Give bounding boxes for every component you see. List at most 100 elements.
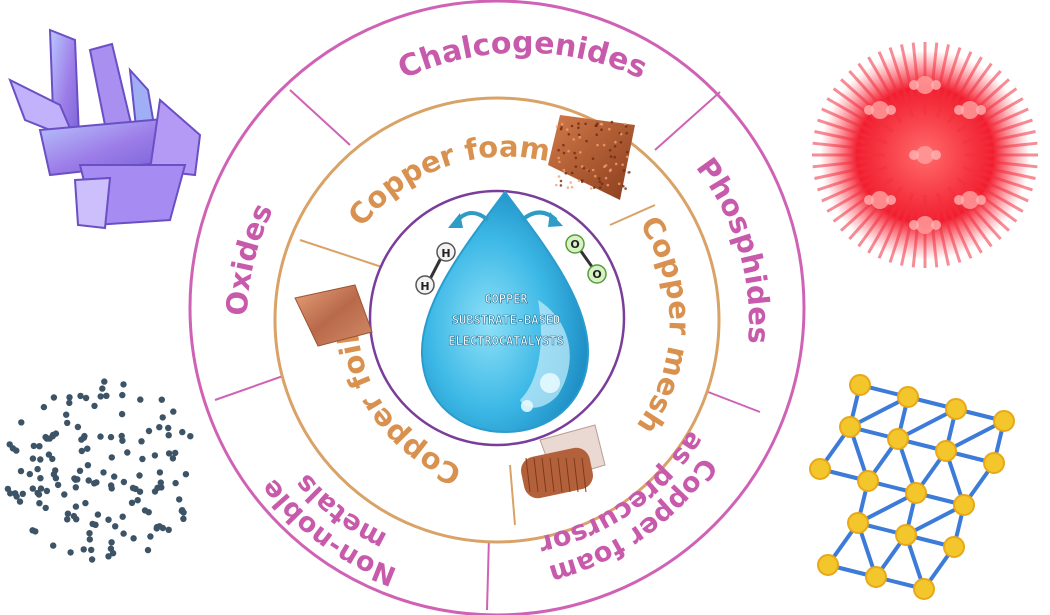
center-title-line1: COPPER xyxy=(484,292,528,306)
red-spike xyxy=(867,206,897,254)
scatter-dot xyxy=(86,536,94,543)
red-flower-petal xyxy=(976,195,986,205)
foam-pore xyxy=(559,127,563,131)
red-spike xyxy=(888,192,915,263)
scatter-dot xyxy=(101,378,108,385)
scatter-dot xyxy=(91,480,98,487)
scatter-dot xyxy=(54,481,62,489)
foam-pore xyxy=(560,125,563,129)
red-flower-bud xyxy=(871,101,889,119)
mesh-wire xyxy=(525,457,531,493)
red-spike xyxy=(948,197,983,254)
scatter-dot xyxy=(107,545,115,552)
foam-pore xyxy=(585,139,588,143)
lattice-node xyxy=(817,554,839,576)
scatter-dot xyxy=(70,512,78,520)
red-flower-petal xyxy=(886,195,896,205)
scatter-dot xyxy=(134,497,141,504)
foam-pore xyxy=(580,165,584,168)
scatter-dot xyxy=(151,452,159,459)
scatter-dot xyxy=(128,499,136,506)
scatter-dot xyxy=(4,485,12,493)
foam-pore xyxy=(557,156,560,160)
lattice-node xyxy=(839,416,861,438)
scatter-dot xyxy=(45,451,53,458)
scatter-dot xyxy=(32,528,39,535)
foam-pore xyxy=(555,183,558,187)
scatter-dot xyxy=(108,539,115,546)
scatter-dot xyxy=(158,396,165,403)
scatter-dot xyxy=(40,403,48,411)
scatter-dot xyxy=(141,507,149,514)
lattice-node xyxy=(935,440,957,462)
red-flower-petal xyxy=(931,220,941,230)
red-spike xyxy=(814,130,867,144)
red-flower-bud xyxy=(916,146,934,164)
red-spike xyxy=(979,107,1029,132)
foam-pore xyxy=(614,140,617,144)
red-spike xyxy=(817,118,888,145)
scatter-dot xyxy=(6,441,13,448)
o-atom-label-1: O xyxy=(570,238,579,251)
scatter-dot xyxy=(156,469,164,476)
scatter-dot xyxy=(67,549,74,556)
red-spike xyxy=(962,165,1033,192)
foam-pore xyxy=(619,132,623,136)
scatter-dot xyxy=(156,424,163,431)
scatter-dot xyxy=(138,438,145,445)
lattice-node xyxy=(905,482,927,504)
foam-pore xyxy=(602,143,606,147)
foam-pore xyxy=(622,184,625,188)
foam-pore xyxy=(598,180,602,183)
scatter-dot xyxy=(180,515,187,522)
scatter-dot xyxy=(119,391,126,399)
scatter-dot xyxy=(120,381,127,388)
scatter-dot xyxy=(130,535,137,542)
red-spike xyxy=(812,159,866,169)
scatter-dot xyxy=(124,449,131,456)
scatter-dot xyxy=(100,469,107,476)
lattice-node xyxy=(897,386,919,408)
foam-pore xyxy=(558,160,561,164)
scatter-dot xyxy=(157,479,164,486)
lattice-network-icon xyxy=(809,374,1015,600)
h-atom-label-1: H xyxy=(420,280,429,293)
red-spike xyxy=(983,166,1036,180)
foam-pore xyxy=(614,162,618,166)
scatter-dot xyxy=(99,385,106,392)
mesh-wire xyxy=(549,457,555,493)
red-spike xyxy=(928,42,939,106)
red-flower-petal xyxy=(976,105,986,115)
red-spike xyxy=(970,173,1029,203)
foam-pore xyxy=(587,169,590,173)
foam-pore xyxy=(608,149,612,152)
foam-pore xyxy=(598,186,602,189)
scatter-dot xyxy=(43,487,51,495)
scatter-dot xyxy=(154,484,161,491)
scatter-dot xyxy=(169,455,177,462)
scatter-dot xyxy=(179,507,186,514)
foam-pore xyxy=(562,168,566,172)
mesh-wire xyxy=(565,457,571,493)
red-spike xyxy=(962,118,1033,145)
scatter-dot xyxy=(129,484,137,492)
scatter-dot xyxy=(26,470,33,478)
scatter-dot xyxy=(72,476,79,483)
foam-pore xyxy=(584,122,587,126)
lattice-node xyxy=(857,470,879,492)
foam-pore xyxy=(609,155,613,158)
foam-pore xyxy=(560,122,564,126)
foam-pore xyxy=(625,131,628,135)
scatter-dot xyxy=(52,430,60,437)
red-spike xyxy=(967,97,1024,132)
scatter-dot xyxy=(78,447,86,455)
scatter-dot xyxy=(82,499,89,507)
scatter-dot xyxy=(91,402,98,410)
foam-pore xyxy=(577,179,581,183)
foam-pore xyxy=(624,187,627,190)
scatter-dot xyxy=(170,408,177,415)
red-spike xyxy=(976,183,1024,213)
right-arrowhead-icon xyxy=(548,212,563,227)
foam-pore xyxy=(574,165,578,168)
red-flower-petal xyxy=(909,220,919,230)
